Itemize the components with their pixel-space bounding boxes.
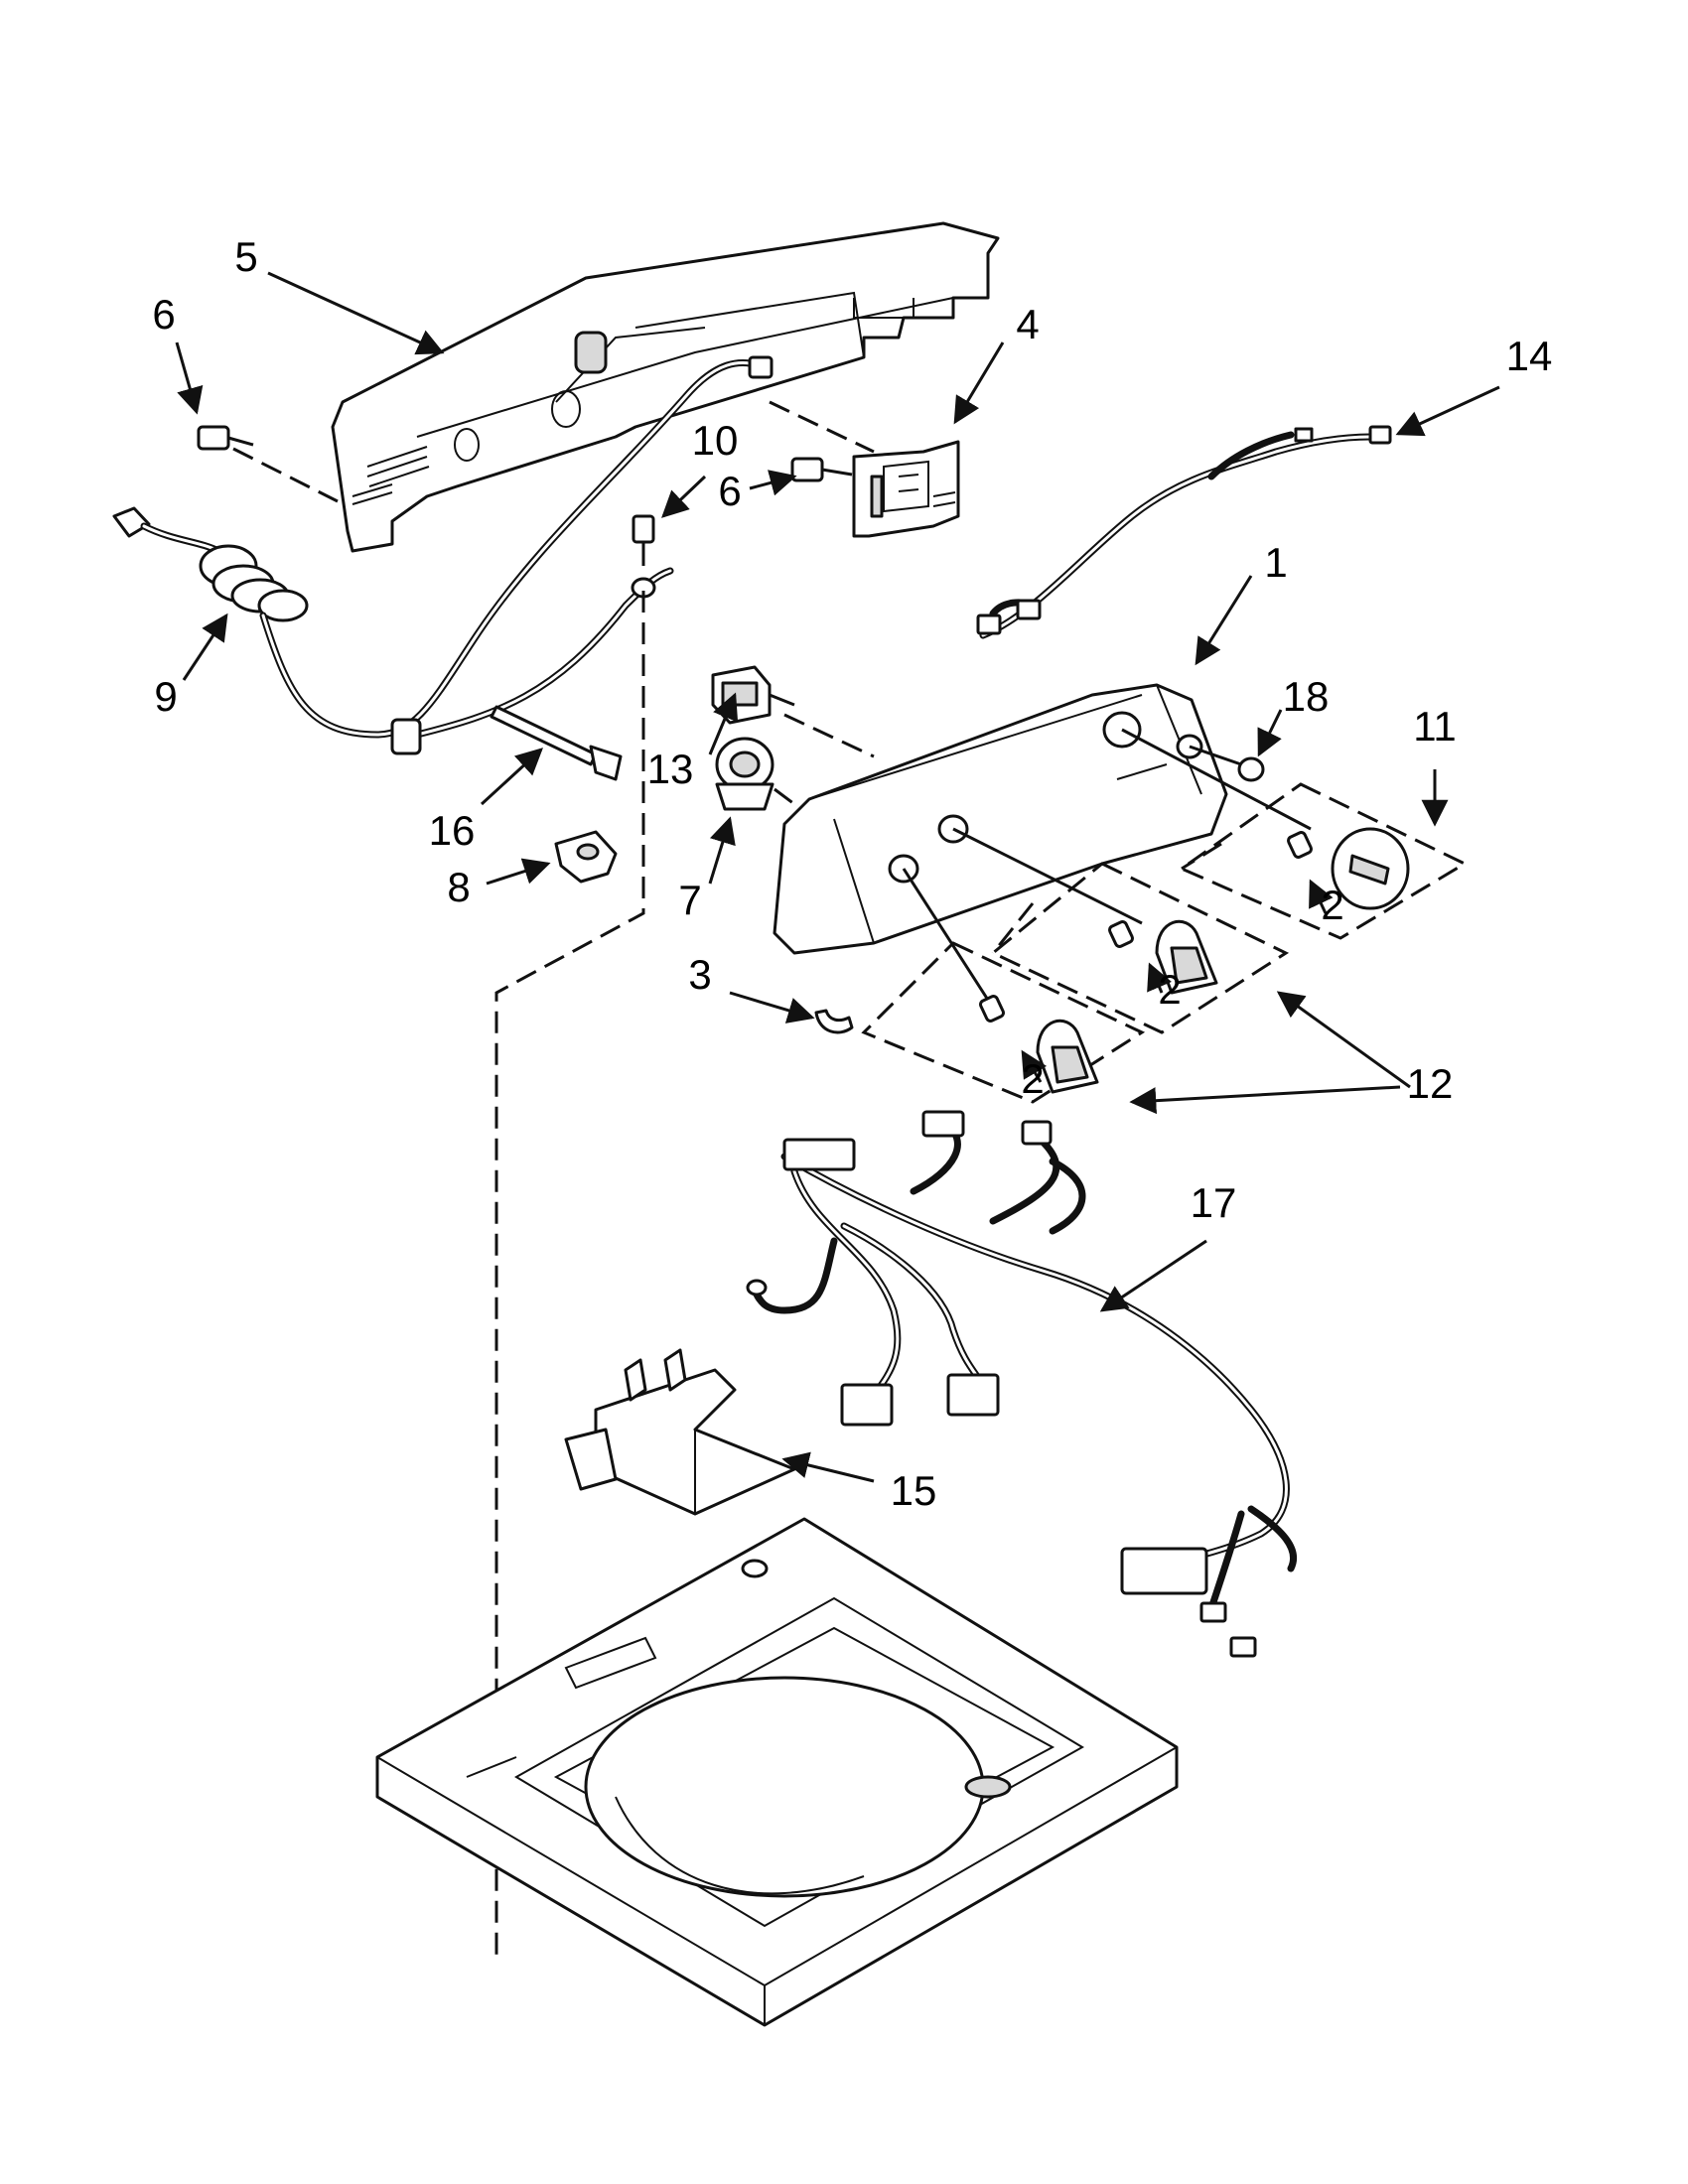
dial-knob bbox=[1287, 827, 1410, 910]
ground-screw bbox=[632, 514, 655, 566]
console-clip bbox=[814, 1009, 854, 1034]
cable-tie bbox=[490, 705, 623, 781]
main-wire-harness bbox=[746, 1110, 1298, 1658]
dispenser-assembly bbox=[564, 1348, 796, 1516]
callout-9: 9 bbox=[154, 673, 177, 720]
screw-right bbox=[790, 457, 853, 482]
callout-2-dial: 2 bbox=[1321, 882, 1343, 928]
callout-7: 7 bbox=[678, 877, 701, 923]
control-console bbox=[773, 683, 1228, 955]
callout-3: 3 bbox=[688, 951, 711, 998]
control-board bbox=[852, 440, 960, 538]
callout-13: 13 bbox=[647, 746, 694, 792]
rear-console-panel bbox=[331, 221, 1000, 553]
callout-6-right: 6 bbox=[718, 468, 741, 514]
power-cord bbox=[112, 355, 774, 755]
selector-knob-upper bbox=[1108, 919, 1218, 995]
selector-knob-lower bbox=[979, 995, 1099, 1094]
top-cabinet bbox=[375, 1517, 1179, 2027]
callout-16: 16 bbox=[429, 807, 476, 854]
screw-left bbox=[197, 425, 254, 451]
callout-labels: 1 2 2 2 3 4 5 6 6 7 8 9 10 11 12 13 14 1… bbox=[152, 233, 1552, 1514]
callout-11: 11 bbox=[1413, 703, 1457, 750]
pressure-switch bbox=[715, 737, 774, 811]
wire-harness-upper bbox=[976, 425, 1392, 639]
callout-8: 8 bbox=[447, 864, 470, 910]
callout-15: 15 bbox=[891, 1467, 937, 1514]
callout-4: 4 bbox=[1016, 301, 1039, 347]
callout-arrows bbox=[175, 271, 1500, 1483]
callout-17: 17 bbox=[1191, 1179, 1237, 1226]
callout-14: 14 bbox=[1506, 333, 1553, 379]
wire-clip bbox=[554, 830, 618, 884]
callout-18: 18 bbox=[1283, 673, 1330, 720]
callout-12: 12 bbox=[1407, 1060, 1454, 1107]
callout-2-lower: 2 bbox=[1021, 1055, 1044, 1102]
small-knob bbox=[1237, 756, 1265, 782]
callout-5: 5 bbox=[234, 233, 257, 280]
callout-1: 1 bbox=[1264, 539, 1287, 586]
callout-2-upper: 2 bbox=[1158, 966, 1181, 1013]
callout-6-left: 6 bbox=[152, 291, 175, 338]
callout-10: 10 bbox=[692, 417, 739, 464]
